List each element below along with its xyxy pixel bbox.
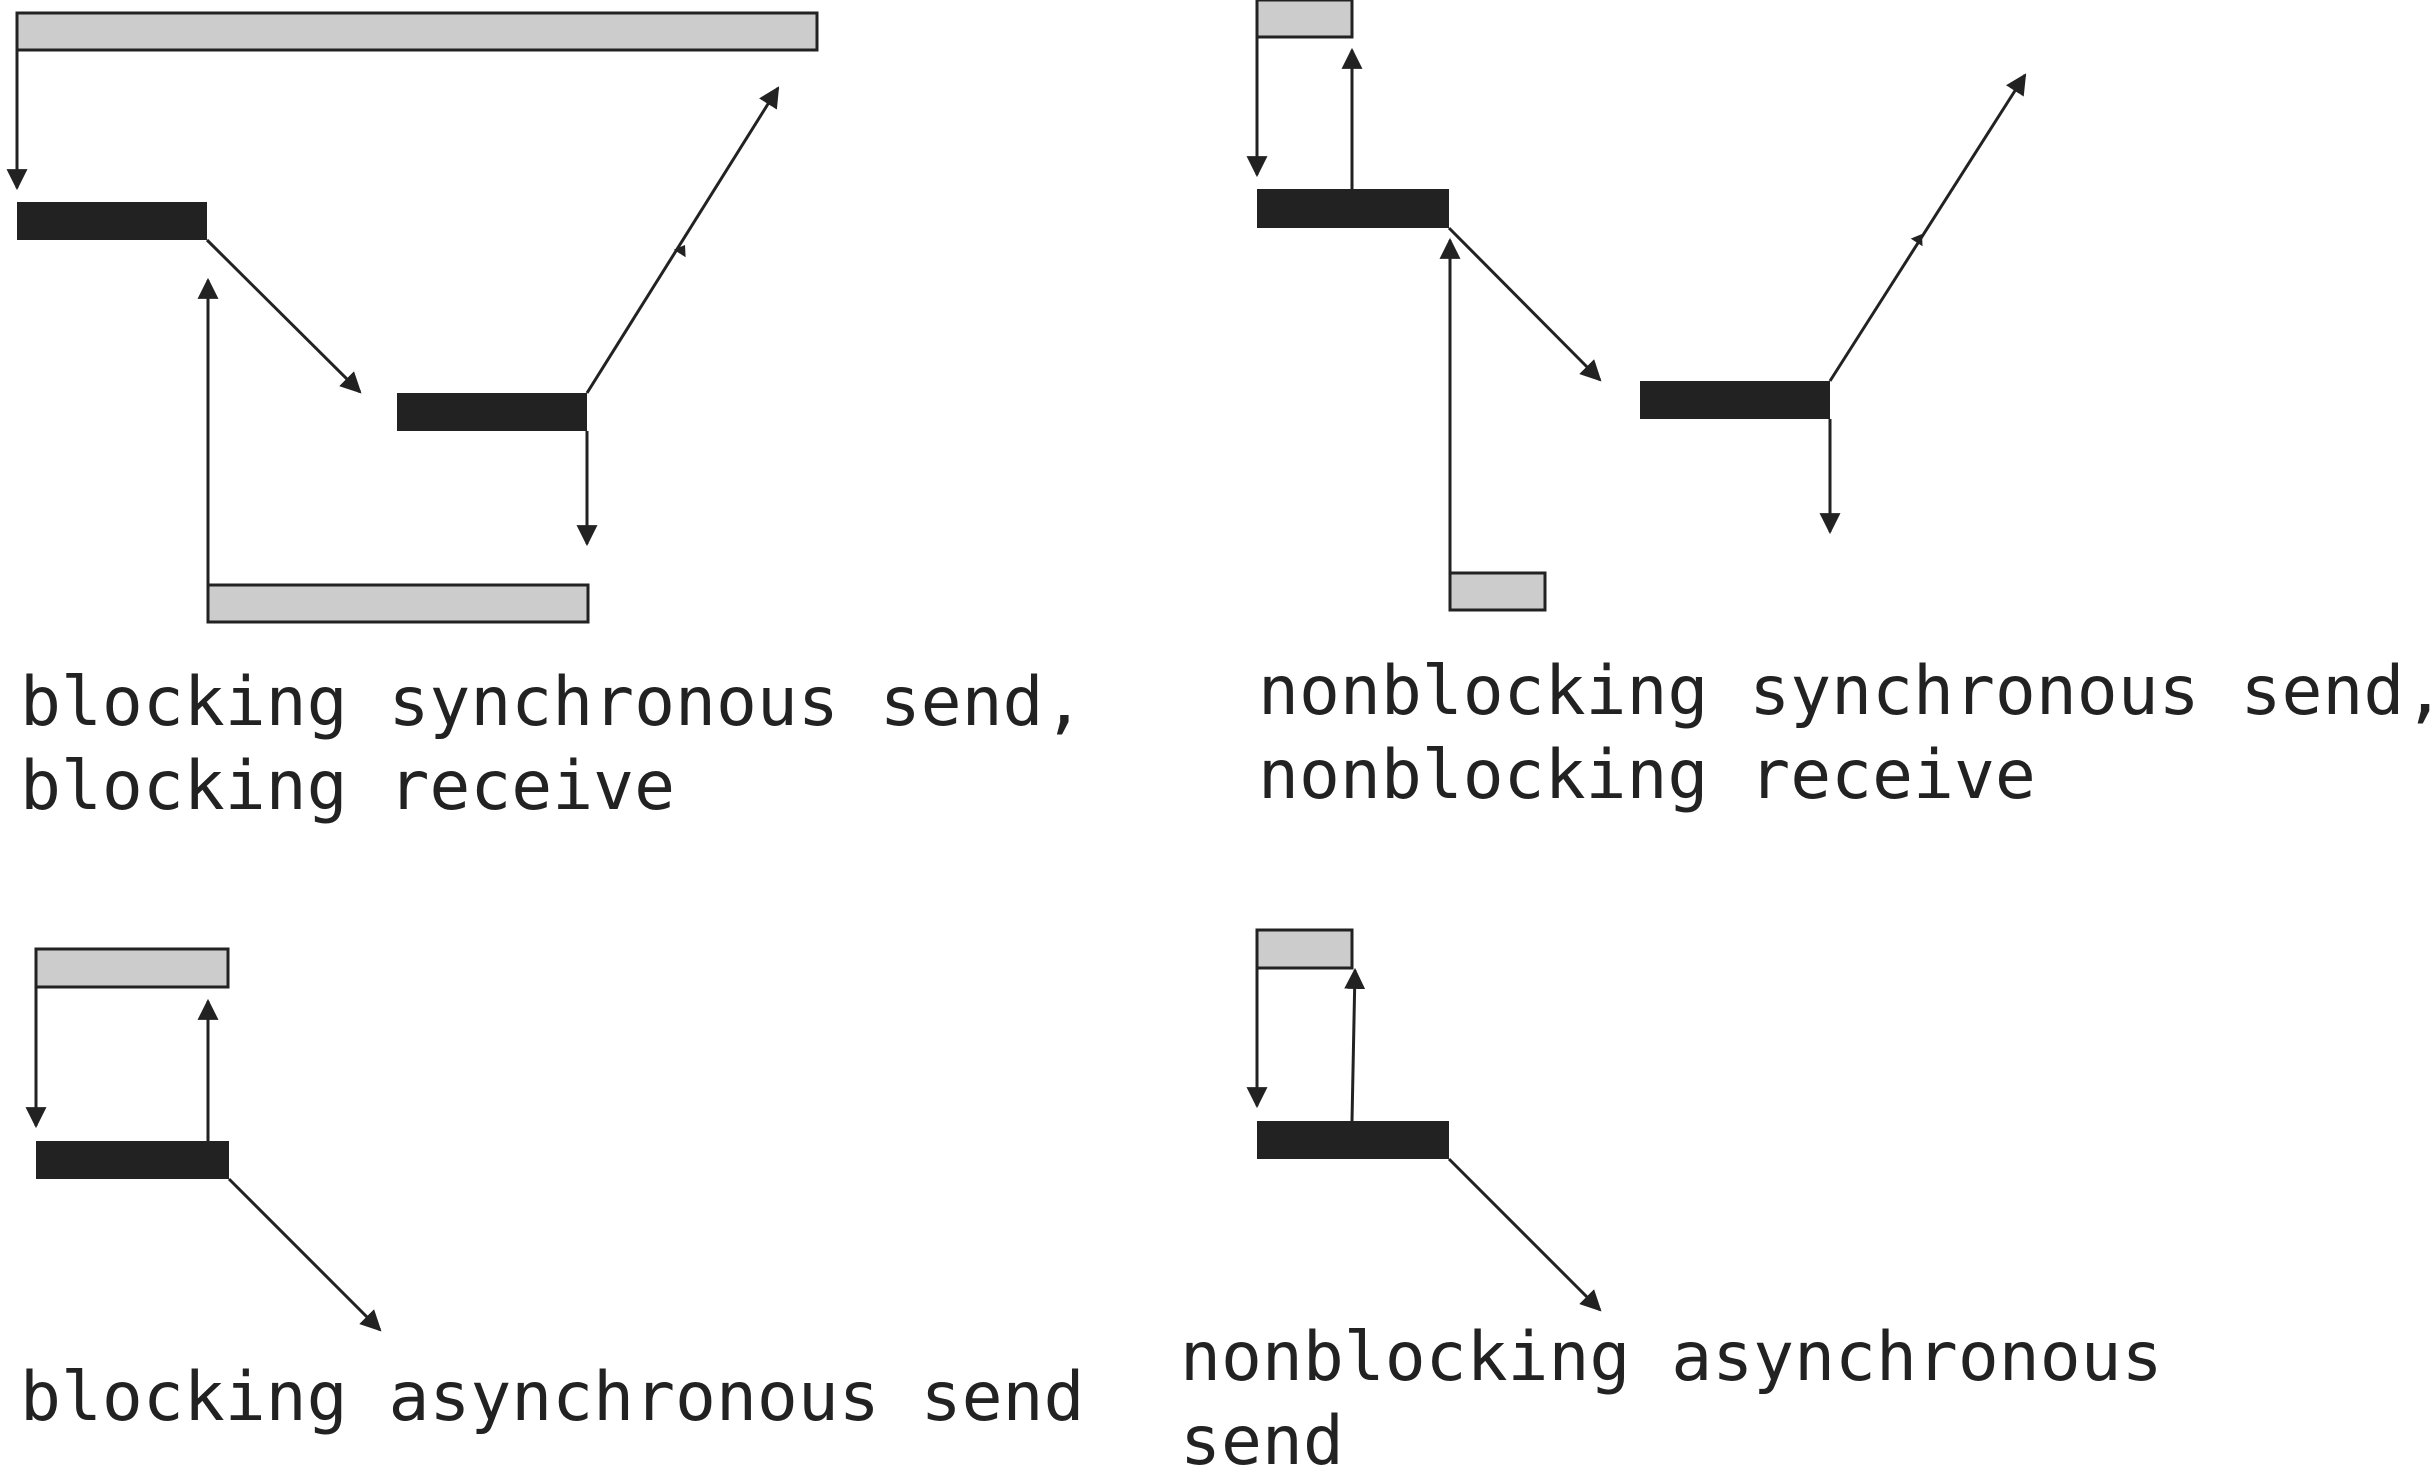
midline-arrowhead — [1910, 234, 1923, 247]
caption-line: blocking receive — [20, 747, 676, 826]
panel-blocking-sync — [6, 11, 819, 624]
send-operation-bar — [1257, 189, 1449, 228]
receive-continue-arrow — [585, 86, 780, 394]
caption-line: send — [1180, 1402, 1344, 1481]
send-return-arrow — [1344, 967, 1366, 1122]
caption-line: nonblocking synchronous send, — [1258, 652, 2435, 731]
message-arrow — [227, 1177, 382, 1332]
panel-blocking-async — [25, 947, 382, 1332]
receive-operation-bar — [1640, 381, 1830, 419]
caption-line: blocking asynchronous send — [20, 1358, 1085, 1437]
message-arrow — [1447, 1157, 1602, 1312]
send-operation-bar — [17, 202, 207, 240]
panel-nonblocking-sync — [1246, 0, 2027, 612]
caption-line: nonblocking receive — [1258, 736, 2036, 815]
sender-buffer — [34, 947, 230, 989]
caption-blocking-async: blocking asynchronous send — [20, 1356, 1084, 1440]
sender-buffer — [1255, 0, 1354, 39]
sender-buffer — [15, 11, 819, 52]
caption-blocking-sync: blocking synchronous send, blocking rece… — [20, 661, 1084, 829]
send-operation-bar — [36, 1141, 229, 1179]
midline-arrowhead — [673, 245, 686, 258]
caption-nonblocking-async: nonblocking asynchronous send — [1180, 1316, 2163, 1484]
receive-operation-bar — [397, 393, 587, 431]
receive-continue-arrow — [1828, 73, 2027, 382]
message-arrow — [1447, 226, 1602, 382]
message-arrow — [205, 238, 362, 394]
receiver-buffer — [206, 583, 590, 624]
caption-line: nonblocking asynchronous — [1180, 1318, 2163, 1397]
sender-buffer — [1255, 928, 1354, 970]
caption-line: blocking synchronous send, — [20, 663, 1085, 742]
panel-nonblocking-async — [1246, 928, 1602, 1312]
receiver-buffer — [1448, 571, 1547, 612]
caption-nonblocking-sync: nonblocking synchronous send, nonblockin… — [1258, 650, 2435, 818]
send-operation-bar — [1257, 1121, 1449, 1159]
